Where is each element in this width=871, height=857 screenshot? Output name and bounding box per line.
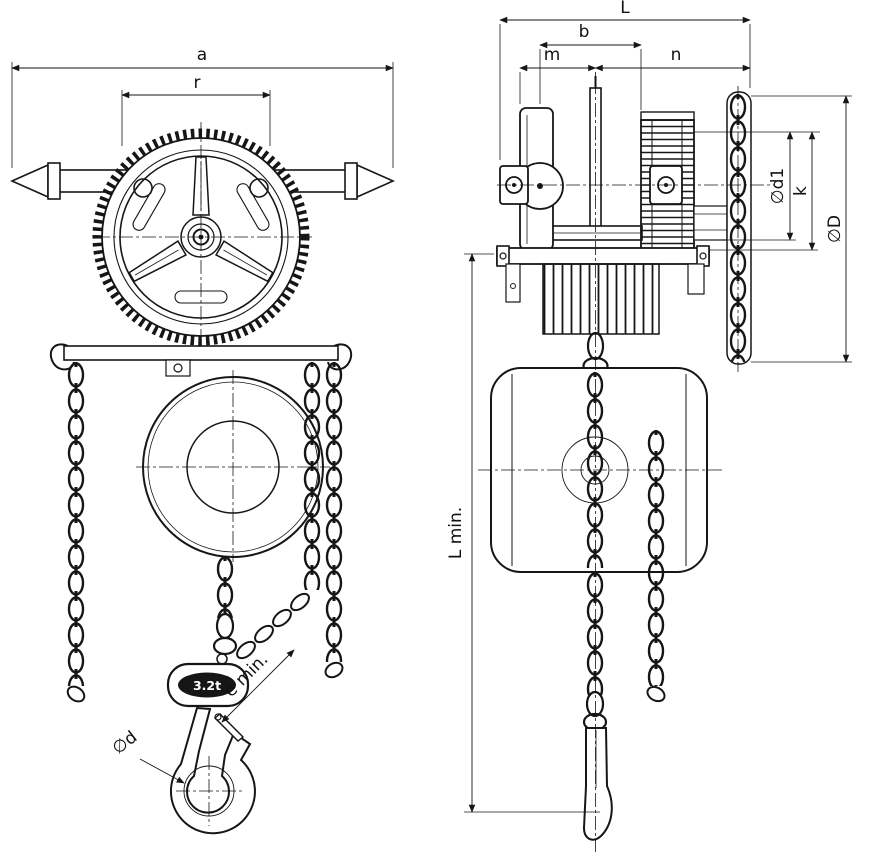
trolley-crossbar bbox=[496, 245, 710, 267]
side-view: L b m n ∅d1 k bbox=[446, 0, 852, 852]
dim-d1-label: ∅d1 bbox=[768, 168, 788, 204]
hand-wheel bbox=[92, 122, 312, 352]
hand-chain-front-right bbox=[324, 362, 344, 679]
hook-body-side bbox=[582, 727, 613, 841]
chain-end-link bbox=[324, 661, 344, 679]
load-chain-front-right bbox=[303, 362, 321, 590]
dim-D-label: ∅D bbox=[825, 215, 845, 243]
dim-k: k bbox=[710, 131, 818, 251]
hand-chain-side bbox=[646, 430, 666, 703]
hook-body bbox=[170, 706, 256, 835]
dim-d: ∅d bbox=[109, 727, 185, 784]
dim-L-min-label: L min. bbox=[446, 507, 466, 559]
arm-cone-right bbox=[356, 163, 395, 199]
drive-gear-side bbox=[640, 111, 728, 251]
chain-end-link bbox=[66, 685, 86, 703]
hand-chain-wheel bbox=[726, 86, 752, 372]
wheel-bolt-left bbox=[133, 178, 153, 198]
swivel-link bbox=[585, 690, 605, 718]
hand-chain-front-left bbox=[66, 362, 86, 703]
dim-L: L bbox=[499, 0, 751, 160]
safety-latch bbox=[213, 713, 245, 742]
dim-b: b bbox=[539, 22, 642, 110]
dim-d-label: ∅d bbox=[109, 727, 141, 759]
load-hook-front: 3.2t bbox=[166, 612, 256, 835]
dim-m: m bbox=[519, 45, 597, 104]
arm-cone-left bbox=[10, 163, 49, 199]
dim-k-label: k bbox=[791, 186, 811, 196]
dim-d1: ∅d1 bbox=[695, 131, 820, 241]
dim-b-label: b bbox=[579, 22, 590, 42]
wheel-spoke bbox=[128, 240, 187, 283]
side-lug-right bbox=[687, 263, 705, 295]
suspension-crossbar bbox=[49, 343, 353, 377]
wheel-spoke bbox=[215, 240, 274, 283]
gear-housing-side bbox=[478, 367, 722, 573]
dim-L-label: L bbox=[620, 0, 630, 18]
dim-e-min: e min. bbox=[221, 649, 295, 723]
wheel-slot bbox=[236, 183, 270, 231]
gear-shaft bbox=[693, 205, 728, 241]
wheel-bolt-right bbox=[249, 178, 269, 198]
dim-n-label: n bbox=[671, 45, 682, 65]
dim-r-label: r bbox=[194, 73, 201, 93]
dim-a-label: a bbox=[197, 45, 207, 65]
dim-L-min: L min. bbox=[446, 253, 600, 813]
load-chain-diagonal-fall bbox=[236, 592, 310, 660]
swivel-link bbox=[212, 636, 238, 656]
wheel-slot bbox=[132, 183, 166, 231]
hoist-body-fins bbox=[505, 263, 705, 335]
dim-a: a bbox=[11, 45, 394, 168]
load-chain-front-center bbox=[216, 556, 234, 618]
chain-end-link bbox=[646, 685, 666, 703]
dim-D: ∅D bbox=[751, 95, 852, 363]
dim-n: n bbox=[594, 45, 751, 72]
dim-m-label: m bbox=[544, 45, 561, 65]
dim-r: r bbox=[121, 73, 271, 146]
front-view: 3.2t a r e min. ∅d bbox=[10, 45, 395, 835]
gear-housing-front bbox=[136, 370, 330, 562]
trolley-side-plate bbox=[499, 107, 564, 251]
capacity-label: 3.2t bbox=[193, 678, 221, 693]
